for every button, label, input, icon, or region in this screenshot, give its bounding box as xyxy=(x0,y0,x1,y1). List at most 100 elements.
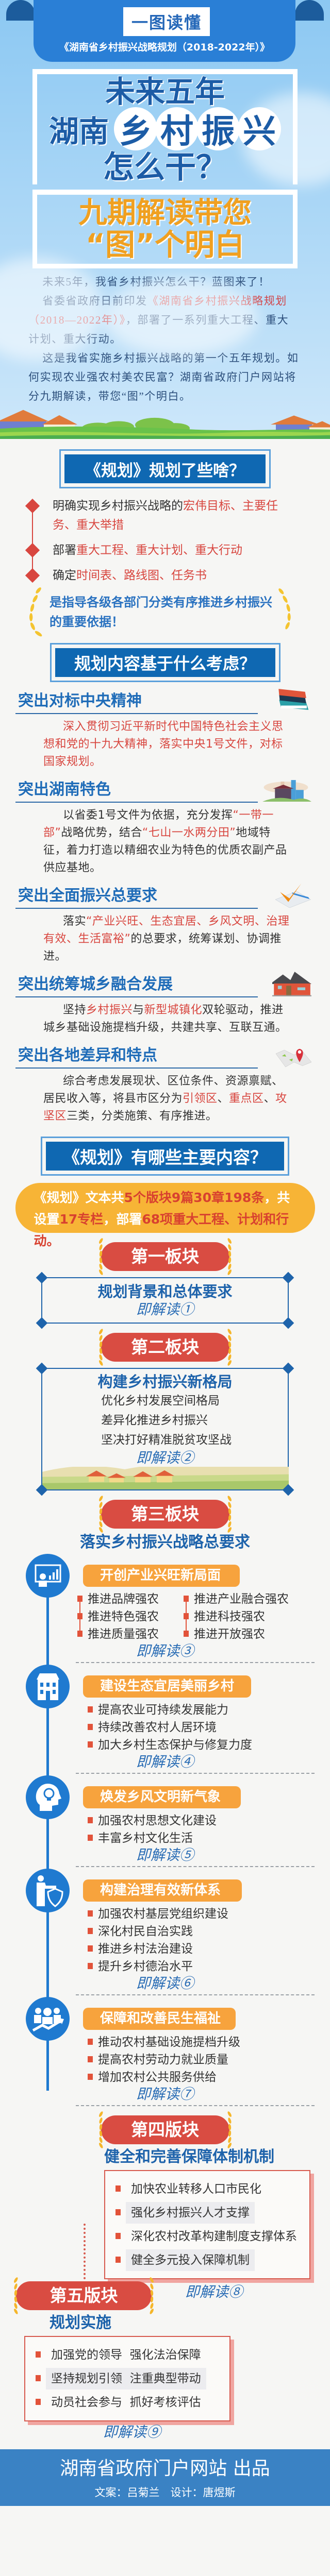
section-considerations: 规划内容基于什么考虑？ 突出对标中央精神 深入贯彻习近平新时代中国特色社会主义思… xyxy=(0,632,330,1125)
timeline-line xyxy=(32,506,33,576)
text-segment: 的总要求，统筹谋划、协调推进。 xyxy=(43,933,282,963)
building-icon xyxy=(26,1665,70,1708)
list-item-text: 推进乡村法治建设 xyxy=(98,1942,193,1956)
group: 焕发乡风文明新气象 加强农村思想文化建设丰富乡村文化生活 即解读⑤ xyxy=(0,1775,330,1867)
laurel-right-icon xyxy=(278,588,291,630)
laurel-left-icon xyxy=(98,1496,103,1533)
board-label-pill: 第四版块 xyxy=(98,2111,232,2148)
consideration-heading: 突出对标中央精神 xyxy=(18,692,142,710)
highlighted-text: 引领区 xyxy=(183,1092,218,1105)
corner-diamond-icon xyxy=(282,1362,294,1375)
list-item-text: 深化农村改革构建制度支撑体系 xyxy=(131,2230,297,2243)
group-label: 焕发乡风文明新气象 xyxy=(83,1786,241,1808)
text-segment: 以省委1号文件为依据，充分发挥 xyxy=(63,809,233,822)
text-segment: 、 xyxy=(217,1092,229,1105)
item-text: 部署重大工程、重大计划、重大行动 xyxy=(53,544,242,557)
group-item: 推进特色强农 xyxy=(77,1611,184,1623)
group-item-list: 提高农业可持续发展能力持续改善农村人居环境加大乡村生态保护与修复力度 xyxy=(88,1704,330,1751)
board3-timeline: 开创产业兴旺新局面 推进品牌强农推进特色强农推进质量强农 推进产业融合强农推进科… xyxy=(0,1554,330,2106)
plan-overview-item: 部署重大工程、重大计划、重大行动 xyxy=(25,541,300,560)
diamond-bullet-icon xyxy=(25,568,40,583)
board1-card: 规划背景和总体要求 即解读① xyxy=(36,1272,294,1329)
hero-subtitle-line1: 九期解读带您 xyxy=(78,196,252,230)
text-segment: 确定 xyxy=(53,569,76,582)
laurel-left-icon xyxy=(98,2111,103,2148)
group-item: 提高农村劳动力就业质量 xyxy=(88,2054,330,2066)
group: 开创产业兴旺新局面 推进品牌强农推进特色强农推进质量强农 推进产业融合强农推进科… xyxy=(0,1554,330,1663)
read-more-link[interactable]: 即解读① xyxy=(136,1301,194,1318)
board-label: 第二板块 xyxy=(131,1337,199,1357)
ribbon-curl-left xyxy=(6,0,35,21)
plan-overview-timeline: 明确实现乡村振兴战略的宏伟目标、主要任务、重大举措 部署重大工程、重大计划、重大… xyxy=(0,497,300,585)
board5-item-box: 加强党的领导 强化法治保障坚持规划引领 注重典型带动动员社会参与 抓好考核评估 xyxy=(24,2336,230,2421)
list-item-text: 健全多元投入保障机制 xyxy=(126,2249,255,2271)
consideration-point: 突出各地差异和特点 综合考虑发展现状、区位条件、资源禀赋、居民收入等，将县市区分… xyxy=(0,1043,330,1125)
text-segment: 综合考虑发展现状、区位条件、资源禀赋、居民收入等，将县市区分为 xyxy=(43,1075,284,1105)
group-label: 构建治理有效新体系 xyxy=(83,1879,242,1902)
highlighted-text: 重点区 xyxy=(229,1092,264,1105)
head-lightbulb-icon xyxy=(26,1775,70,1819)
board4-item-list: 加快农业转移人口市民化强化乡村振兴人才支撑深化农村改革构建制度支撑体系健全多元投… xyxy=(116,2178,309,2271)
city-skyline-icon xyxy=(262,780,311,802)
read-more-link[interactable]: 即解读⑨ xyxy=(103,2424,161,2441)
group-item: 加强农村基层党组织建设 xyxy=(88,1908,330,1920)
board-item: 动员社会参与 抓好考核评估 xyxy=(36,2392,229,2413)
hero-title-frame: 未来五年 湖南 乡 村 振 兴 怎么干？ xyxy=(32,69,298,184)
text-segment: ，共设置 xyxy=(34,1190,290,1227)
heading-underline xyxy=(15,996,258,997)
section-title: 《规划》有哪些主要内容？ xyxy=(46,1142,284,1171)
list-item-text: 优化乡村发展空间格局 xyxy=(101,1394,220,1408)
board-label: 第一板块 xyxy=(131,1246,199,1266)
board-item: 强化乡村振兴人才支撑 xyxy=(116,2202,309,2224)
header-badge: 一图读懂 xyxy=(123,7,210,36)
read-more-link[interactable]: 即解读③ xyxy=(136,1642,194,1659)
consideration-text: 综合考虑发展现状、区位条件、资源禀赋、居民收入等，将县市区分为引领区、重点区、攻… xyxy=(43,1073,290,1125)
intro-paragraph: 这是我省实施乡村振兴战略的第一个五年规划。如何实现农业强农村美农民富？湖南省政府… xyxy=(28,349,299,406)
list-item-text: 增加农村公共服务供给 xyxy=(98,2071,217,2084)
hero-title-char: 振 xyxy=(196,107,240,151)
consideration-point: 突出全面振兴总要求 落实“产业兴旺、生态宜居、乡风文明、治理有效、生活富裕”的总… xyxy=(0,883,330,965)
group-item-list: 推动农村基础设施提档升级提高农村劳动力就业质量增加农村公共服务供给 xyxy=(88,2036,330,2083)
read-more-link[interactable]: 即解读④ xyxy=(136,1753,194,1770)
board-item: 深化农村改革构建制度支撑体系 xyxy=(116,2226,309,2247)
board-item: 差异化推进乡村振兴 xyxy=(101,1414,288,1427)
board2-item-list: 优化乡村发展空间格局差异化推进乡村振兴坚决打好精准脱贫攻坚战 xyxy=(101,1395,288,1446)
group-item: 增加农村公共服务供给 xyxy=(88,2071,330,2083)
board4: 第四版块 健全和完善保障体制机制 加快农业转移人口市民化强化乡村振兴人才支撑深化… xyxy=(0,2111,330,2314)
consideration-text: 落实“产业兴旺、生态宜居、乡风文明、治理有效、生活富裕”的总要求，统筹谋划、协调… xyxy=(43,913,290,965)
list-item-text: 推进科技强农 xyxy=(194,1610,265,1623)
read-more-link[interactable]: 即解读② xyxy=(136,1449,194,1466)
group-divider xyxy=(76,1994,315,1995)
list-item-text: 提高农业可持续发展能力 xyxy=(98,1703,228,1717)
square-bullet-icon xyxy=(184,1631,189,1637)
read-more-link[interactable]: 即解读⑦ xyxy=(136,2086,194,2103)
read-more-link[interactable]: 即解读⑤ xyxy=(136,1846,194,1863)
group-item: 推进产业融合强农 xyxy=(184,1593,289,1605)
hero-subtitle-frame: 九期解读带您 “图”个明白 xyxy=(32,190,298,268)
square-bullet-icon xyxy=(88,2039,93,2045)
group-label: 建设生态宜居美丽乡村 xyxy=(83,1675,251,1698)
square-bullet-icon xyxy=(88,1945,93,1952)
plan-summary-pill: 《规划》文本共5个版块9篇30章198条，共设置17专栏，部署68项重大工程、计… xyxy=(15,1183,315,1248)
highlighted-text: “七山一水两分田” xyxy=(142,826,236,839)
board-label: 第四版块 xyxy=(131,2120,199,2140)
header: 一图读懂 《湖南省乡村振兴战略规划（2018-2022年）》 xyxy=(0,0,330,66)
board-title: 健全和完善保障体制机制 xyxy=(104,2148,274,2166)
list-item-text: 推动农村基础设施提档升级 xyxy=(98,2036,240,2049)
board1: 第一板块 规划背景和总体要求 即解读① xyxy=(0,1238,330,1329)
read-more-link[interactable]: 即解读⑥ xyxy=(136,1975,194,1992)
group-item-list-right: 推进产业融合强农推进科技强农推进开放强农 xyxy=(184,1593,289,1640)
text-segment: 这是我省实施乡村振兴战略的第一个五年规划。如何实现农业强农村美农民富？湖南省政府… xyxy=(28,352,299,402)
diamond-bullet-icon xyxy=(25,498,40,514)
highlighted-text: 时间表、路线图、任务书 xyxy=(76,569,207,582)
board-item: 坚决打好精准脱贫攻坚战 xyxy=(101,1434,288,1446)
square-bullet-icon xyxy=(88,1928,93,1934)
list-item-text: 加强农村思想文化建设 xyxy=(98,1814,217,1827)
diamond-bullet-icon xyxy=(25,543,40,558)
list-item-text: 推进质量强农 xyxy=(88,1628,159,1641)
text-segment: 部署 xyxy=(53,544,76,557)
read-more-link[interactable]: 即解读⑧ xyxy=(185,2283,243,2300)
board-label-pill: 第二板块 xyxy=(98,1329,232,1366)
square-bullet-icon xyxy=(88,1963,93,1969)
plan-overview-item: 明确实现乡村振兴战略的宏伟目标、主要任务、重大举措 xyxy=(25,497,300,535)
